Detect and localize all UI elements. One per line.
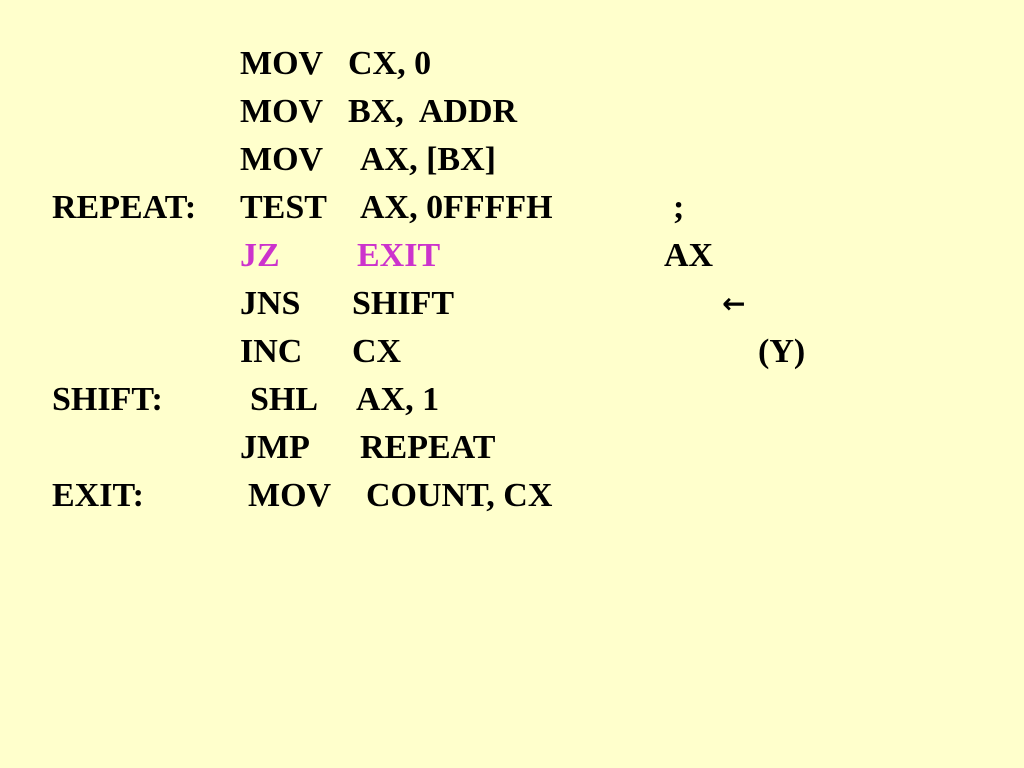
opcode: MOV [248,477,332,514]
operand: AX, [BX] [360,141,496,178]
code-line: MOV AX, [BX] ; AX ← (Y) [0,136,1024,370]
operand: COUNT, CX [366,477,553,514]
opcode: TEST [240,189,327,226]
opcode: JZ [240,237,280,274]
operand: SHIFT [352,285,455,322]
operand: REPEAT [360,429,496,466]
code-line: MOV CX, 0 [0,40,1024,88]
comment-register: AX [664,237,714,274]
code-label: SHIFT: [52,381,163,418]
code-line: MOV BX, ADDR [0,88,1024,136]
code-line: REPEAT: TEST AX, 0FFFFH [0,184,1024,232]
comment-source: (Y) [758,333,806,370]
code-label: EXIT: [52,477,144,514]
operand: EXIT [357,237,441,274]
left-arrow-icon: ← [722,287,746,320]
operand: CX [352,333,402,370]
opcode: MOV [240,45,324,82]
operand: AX, 1 [356,381,440,418]
code-line: SHIFT: SHL AX, 1 [0,376,1024,424]
code-line-highlighted: JZ EXIT [0,232,1024,280]
comment-semicolon: ; [673,189,685,226]
code-line: JMP REPEAT [0,424,1024,472]
code-line: JNS SHIFT [0,280,1024,328]
comment: ; AX ← (Y) [622,136,805,424]
opcode: MOV [240,141,324,178]
code-line: INC CX [0,328,1024,376]
opcode: SHL [250,381,319,418]
code-line: EXIT: MOV COUNT, CX [0,472,1024,520]
operand: CX, 0 [348,45,432,82]
opcode: JNS [240,285,301,322]
code-label: REPEAT: [52,189,197,226]
opcode: MOV [240,93,324,130]
opcode: JMP [240,429,310,466]
operand: AX, 0FFFFH [360,189,553,226]
operand: BX, ADDR [348,93,518,130]
opcode: INC [240,333,303,370]
